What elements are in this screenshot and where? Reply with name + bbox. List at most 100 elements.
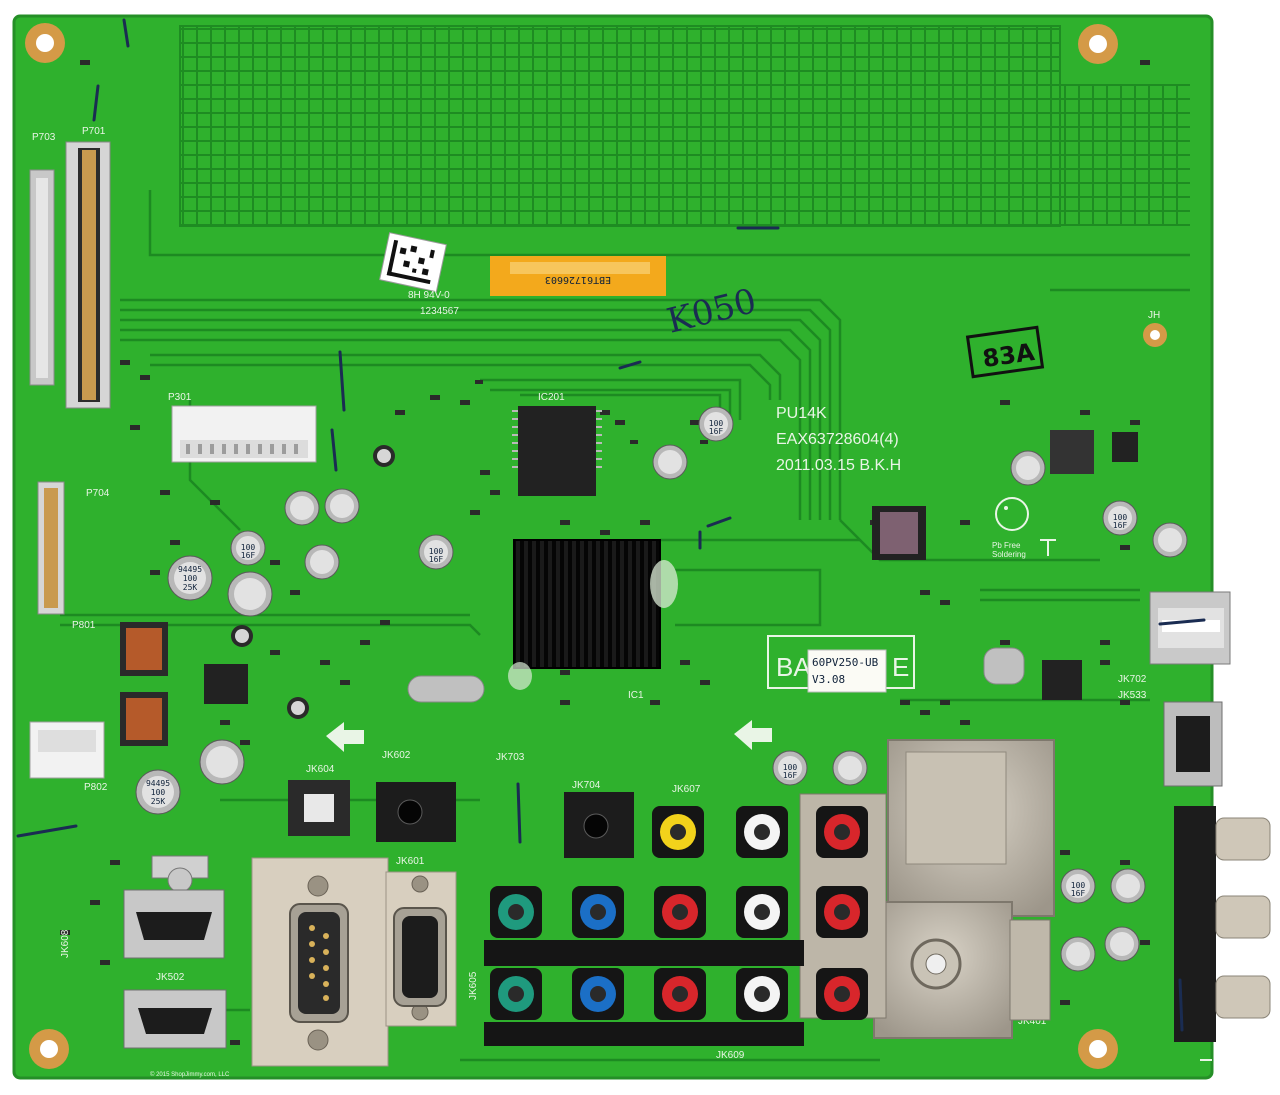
sticker-version: V3.08 <box>812 673 845 686</box>
svg-text:16F: 16F <box>241 551 256 560</box>
lg-logo-icon <box>995 497 1029 531</box>
copyright: © 2015 ShopJimmy.com, LLC <box>150 1071 230 1078</box>
label-jk604: JK604 <box>306 764 335 775</box>
label-jk533: JK533 <box>1118 690 1147 701</box>
heatsink-ic1 <box>508 539 678 690</box>
rca-white-1 <box>736 886 788 938</box>
audio-jack-jk602 <box>376 782 456 842</box>
vga-connector <box>393 907 447 1007</box>
capacitor-markings: 100 16F 100 16F 100 16F 100 16F 100 16F … <box>146 419 1127 898</box>
model-line1: PU14K <box>776 405 827 422</box>
svg-text:BA: BA <box>776 652 811 682</box>
capacitors <box>135 406 1188 972</box>
label-jk601: JK601 <box>396 856 425 867</box>
barcode-label: EBT61726603 <box>545 274 611 285</box>
rca-white-top <box>736 806 788 858</box>
model-line2: EAX63728604(4) <box>776 431 899 448</box>
rca-blue-2 <box>572 968 624 1020</box>
serial-row: 1234567 <box>420 306 459 317</box>
rca-white-2 <box>736 968 788 1020</box>
label-jh: JH <box>1148 310 1160 321</box>
datamatrix-sticker <box>379 232 447 293</box>
crystals <box>407 647 1025 703</box>
orange-barcode-sticker: EBT61726603 <box>490 256 666 296</box>
pbfree-line2: Soldering <box>992 550 1026 559</box>
svg-text:16F: 16F <box>783 771 798 780</box>
svg-text:100: 100 <box>709 419 724 428</box>
label-jk502: JK502 <box>156 972 185 983</box>
connector-p704 <box>37 481 65 615</box>
rca-red-4 <box>816 968 868 1020</box>
rca-red-2 <box>816 886 868 938</box>
svg-text:16F: 16F <box>1113 521 1128 530</box>
arrow-left-icon-2 <box>734 720 772 750</box>
connector-p802 <box>29 721 105 779</box>
hdmi-port-2 <box>123 989 227 1049</box>
sticker-model: 60PV250-UB <box>812 656 879 669</box>
svg-text:25K: 25K <box>151 797 166 806</box>
svg-text:16F: 16F <box>429 555 444 564</box>
svg-text:94495: 94495 <box>146 779 170 788</box>
svg-text:16F: 16F <box>709 427 724 436</box>
handwritten-marks <box>16 18 1206 1032</box>
rca-red-3 <box>654 968 706 1020</box>
ba-label-box: BA E <box>767 635 915 689</box>
label-p703: P703 <box>32 132 56 143</box>
label-jk704: JK704 <box>572 780 601 791</box>
pbfree-line1: Pb Free <box>992 541 1021 550</box>
label-p301: P301 <box>168 392 192 403</box>
audio-jack-jk704 <box>564 792 634 858</box>
rca-red-1 <box>654 886 706 938</box>
hdmi-port-1 <box>123 855 225 959</box>
version-sticker: 60PV250-UB V3.08 <box>807 649 887 693</box>
label-jk605: JK605 <box>468 971 479 1000</box>
inductors <box>120 622 168 746</box>
usb-port <box>1149 591 1231 665</box>
label-p802: P802 <box>84 782 108 793</box>
label-jk702: JK702 <box>1118 674 1147 685</box>
svg-text:100: 100 <box>783 763 798 772</box>
label-jk602: JK602 <box>382 750 411 761</box>
label-p704: P704 <box>86 488 110 499</box>
label-p801: P801 <box>72 620 96 631</box>
svg-text:25K: 25K <box>183 583 198 592</box>
label-jk608: JK608 <box>60 929 71 958</box>
svg-text:16F: 16F <box>1071 889 1086 898</box>
label-jk607: JK607 <box>672 784 701 795</box>
arrow-left-icon <box>326 722 364 752</box>
svg-text:100: 100 <box>183 574 198 583</box>
label-jk609: JK609 <box>716 1050 745 1061</box>
pbfree-symbol-icon <box>1040 539 1056 556</box>
label-jk401: JK401 <box>1018 1016 1047 1027</box>
label-ic201: IC201 <box>538 392 565 403</box>
rca-red-top <box>816 806 868 858</box>
chip-ic201 <box>512 406 602 496</box>
connector-p301 <box>171 405 317 463</box>
copper-hatch-grid <box>180 26 1060 226</box>
svg-text:100: 100 <box>241 543 256 552</box>
circuit-traces <box>60 190 1190 1062</box>
handwriting-box: 83A <box>965 325 1045 379</box>
hdmi-port-right <box>1163 701 1223 787</box>
rca-green-2 <box>490 968 542 1020</box>
rca-yellow <box>652 806 704 858</box>
connector-p701 <box>65 141 111 409</box>
label-p701: P701 <box>82 126 106 137</box>
rca-jacks <box>484 806 868 1046</box>
optical-jack-jk604 <box>288 780 350 836</box>
tuner-module <box>873 739 1055 1039</box>
svg-text:100: 100 <box>1071 881 1086 890</box>
connector-p703 <box>29 169 55 386</box>
svg-text:E: E <box>892 652 909 682</box>
svg-text:94495: 94495 <box>178 565 202 574</box>
mounting-holes <box>25 23 1167 1069</box>
side-av-jacks <box>1174 806 1271 1042</box>
svg-text:100: 100 <box>429 547 444 556</box>
rca-blue-1 <box>572 886 624 938</box>
model-line3: 2011.03.15 B.K.H <box>776 457 901 474</box>
svg-text:100: 100 <box>1113 513 1128 522</box>
reference-labels: P703 P701 P301 P704 P801 P802 IC201 IC1 … <box>32 126 1160 1061</box>
rca-green-1 <box>490 886 542 938</box>
svg-text:100: 100 <box>151 788 166 797</box>
